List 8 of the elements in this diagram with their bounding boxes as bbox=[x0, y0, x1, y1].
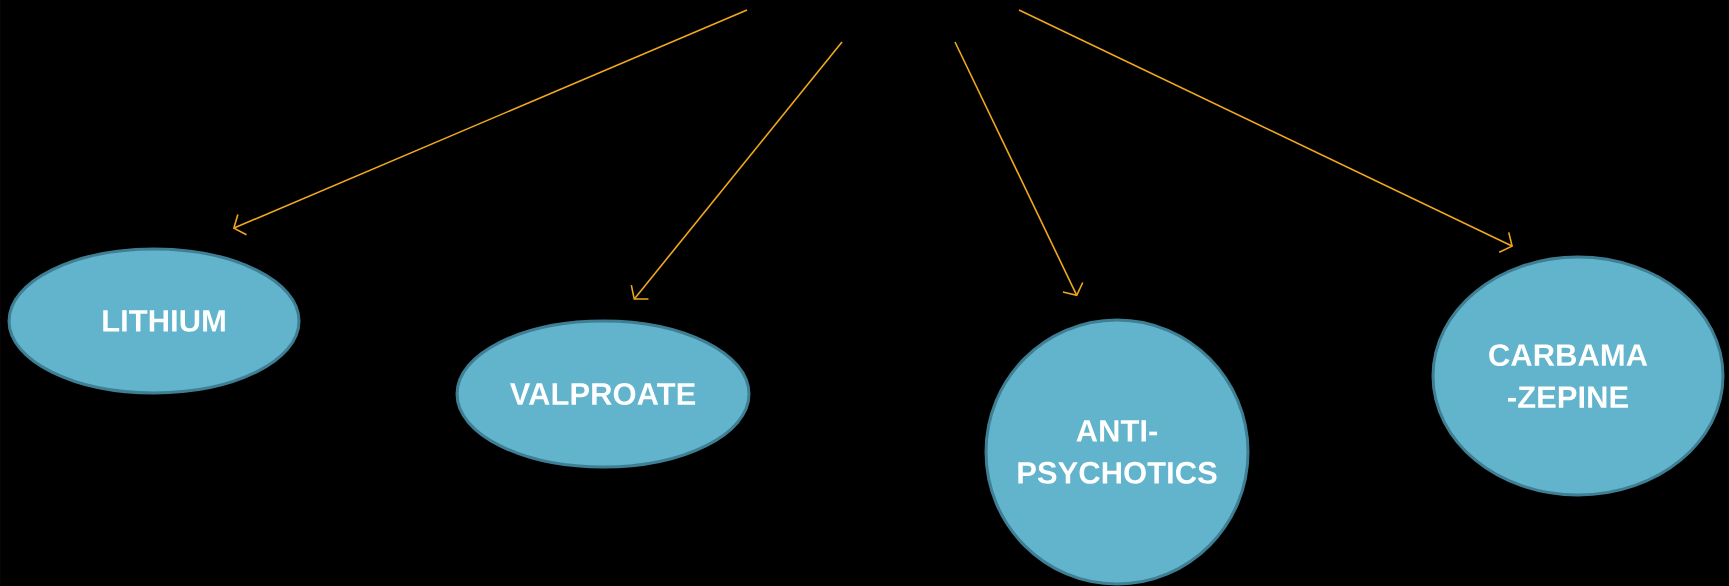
ellipse-node: LITHIUM bbox=[7, 247, 301, 395]
arrow bbox=[232, 9, 748, 236]
ellipse-node: CARBAMA -ZEPINE bbox=[1431, 255, 1725, 497]
arrow bbox=[630, 41, 843, 300]
ellipse-node: VALPROATE bbox=[455, 319, 751, 469]
arrow bbox=[954, 41, 1084, 297]
arrow bbox=[1018, 9, 1514, 253]
ellipse-node: ANTI- PSYCHOTICS bbox=[984, 318, 1250, 586]
